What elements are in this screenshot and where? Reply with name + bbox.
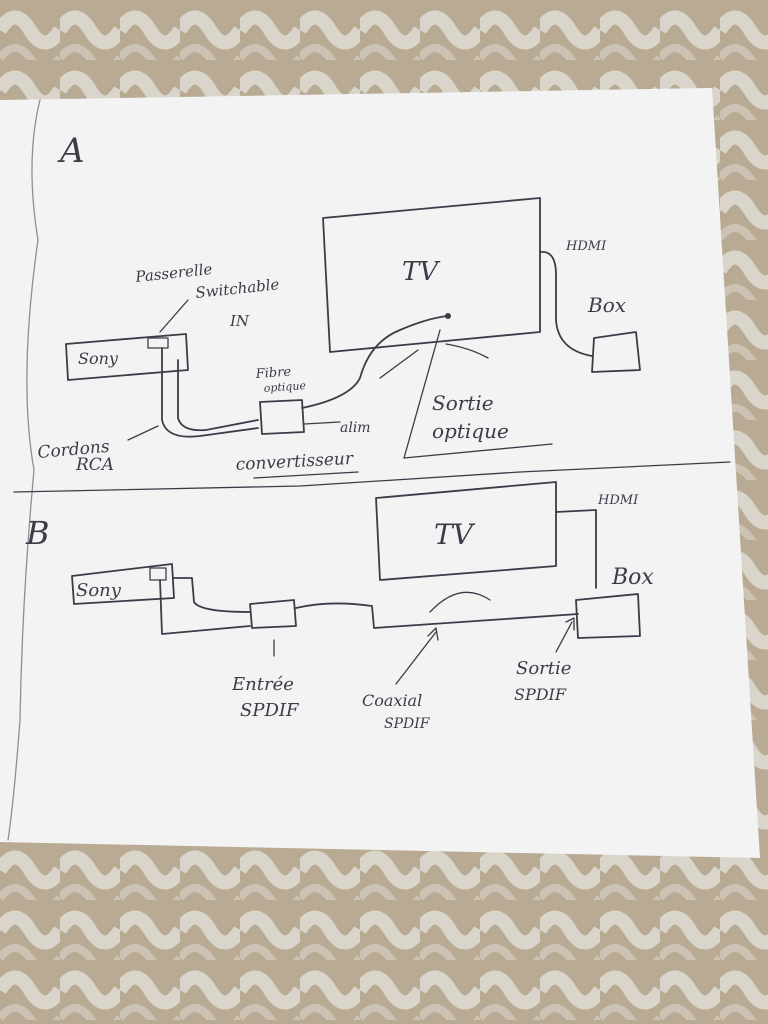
coax-b-pointer bbox=[395, 627, 439, 685]
output-b-pointer bbox=[555, 617, 575, 653]
section-a-label: A bbox=[57, 131, 85, 171]
tv-a-label: TV bbox=[402, 257, 440, 287]
paper-edge-line bbox=[7, 99, 41, 841]
input-b-line1: Entrée bbox=[231, 674, 294, 695]
tv-b-label: TV bbox=[434, 518, 476, 551]
output-a-pointers bbox=[379, 343, 489, 379]
note-a-line3: IN bbox=[229, 312, 250, 330]
converter-b-box bbox=[249, 599, 297, 629]
input-b-line2: SPDIF bbox=[240, 700, 300, 721]
cable-a-pointer bbox=[127, 425, 159, 441]
hdmi-a-cable bbox=[539, 251, 593, 357]
tv-b-outline bbox=[375, 481, 557, 581]
converter-a-line1: Fibre bbox=[254, 365, 292, 383]
box-a-outline bbox=[591, 331, 641, 373]
output-b-line2: SPDIF bbox=[514, 685, 567, 704]
optical-fibre-a bbox=[301, 315, 449, 409]
sony-b-label: Sony bbox=[76, 580, 122, 601]
sony-b-port bbox=[149, 567, 167, 581]
sony-b-cable-2 bbox=[159, 579, 251, 635]
sony-b-outline bbox=[71, 563, 175, 605]
output-b-line1: Sortie bbox=[516, 658, 571, 679]
converter-a-box bbox=[259, 399, 305, 435]
hdmi-b-cable bbox=[555, 509, 597, 589]
sony-a-outline bbox=[65, 333, 189, 381]
box-b-label: Box bbox=[611, 565, 654, 590]
alim-a-label: alim bbox=[340, 420, 371, 436]
section-divider bbox=[13, 461, 731, 493]
diagram-b: B TV HDMI Box Sony Entrée SPDIF Coaxial … bbox=[25, 481, 654, 732]
output-a-line2: optique bbox=[432, 419, 509, 443]
sony-b-cable-1 bbox=[173, 577, 251, 613]
cable-a-line2: RCA bbox=[75, 455, 114, 475]
hdmi-b-label: HDMI bbox=[597, 493, 639, 508]
tv-a-outline bbox=[322, 197, 541, 353]
section-b-label: B bbox=[25, 514, 50, 552]
converter-a-line2: optique bbox=[263, 379, 307, 395]
coax-b-line2: SPDIF bbox=[384, 716, 431, 732]
sony-a-port bbox=[147, 337, 169, 349]
optical-port-a bbox=[445, 313, 451, 319]
output-a-bracket bbox=[403, 329, 553, 459]
hdmi-a-label: HDMI bbox=[565, 239, 607, 254]
box-b-outline bbox=[575, 593, 641, 639]
coax-b-cable bbox=[295, 602, 579, 629]
rca-cable-1 bbox=[161, 347, 259, 438]
converter-a-underline bbox=[253, 471, 359, 479]
paper-sheet bbox=[0, 88, 760, 858]
output-a-line1: Sortie bbox=[432, 391, 494, 415]
coax-b-line1: Coaxial bbox=[362, 691, 422, 710]
alim-a-line bbox=[303, 421, 341, 425]
sony-a-label: Sony bbox=[78, 349, 119, 368]
note-a-pointer bbox=[159, 299, 189, 333]
rca-cable-2 bbox=[177, 359, 259, 432]
box-a-label: Box bbox=[587, 293, 626, 317]
tv-b-stand bbox=[429, 591, 491, 613]
